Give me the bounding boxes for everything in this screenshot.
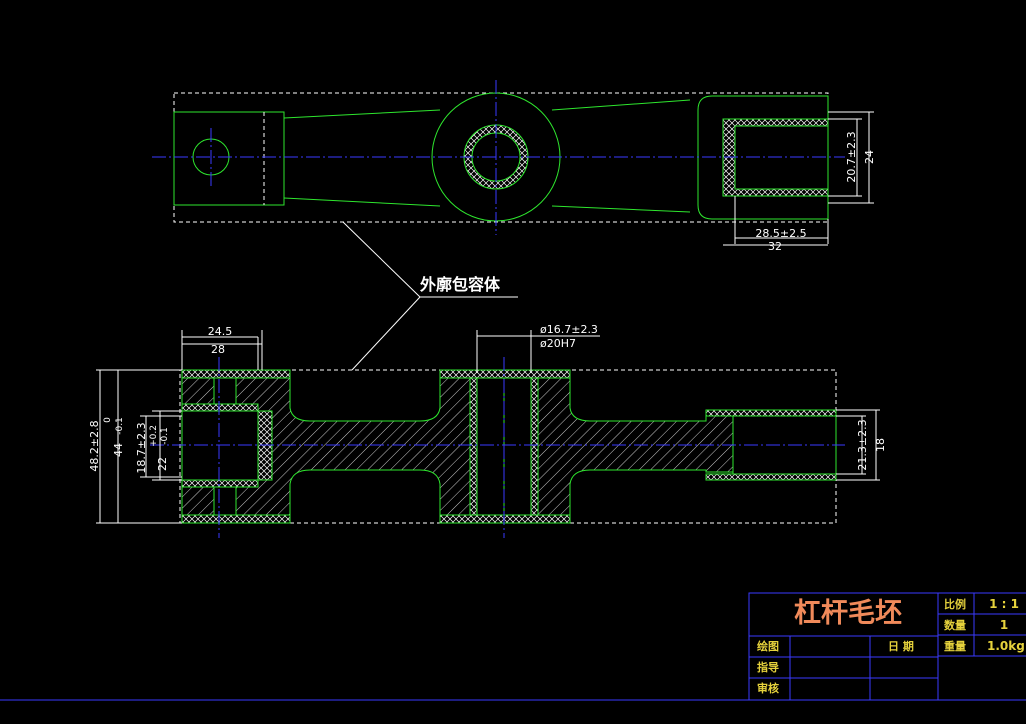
side-left-ear-top-inner-allow (181, 403, 259, 412)
side-left-hole-top (213, 377, 237, 405)
callout-label: 外廓包容体 (419, 275, 501, 294)
side-hub-top-allow (439, 369, 571, 379)
top-arm-lower (283, 197, 441, 207)
dim-left-inner-width: 24.5 (208, 325, 233, 338)
top-left-boss (173, 111, 285, 206)
dim-right-finish-height: 18 (874, 438, 887, 452)
side-right-bot-allow (705, 473, 837, 481)
title-block: 杠杆毛坯 比例 1 : 1 数量 1 重量 1.0kg 绘图 日 期 指导 审核 (748, 592, 1026, 701)
top-arm-right-upper (551, 99, 691, 111)
guide-label: 指导 (757, 660, 779, 674)
top-fork-outer (697, 95, 829, 220)
side-right-top-allow (705, 409, 837, 417)
side-body-section (181, 369, 734, 524)
quantity-label: 数量 (944, 618, 966, 632)
top-view: 20.7±2.3 24 28.5±2.5 32 (152, 80, 876, 253)
dim-total-height-finish-nominal: 44 (112, 443, 125, 457)
review-label: 审核 (757, 681, 779, 695)
dim-fork-outer-length: 32 (768, 240, 782, 253)
weight-value: 1.0kg (987, 639, 1025, 653)
dim-total-height-blank: 48.2±2.8 (88, 420, 101, 471)
dim-total-height-finish-lower: -0.1 (115, 417, 125, 435)
dim-slot-finish-upper: +0.2 (149, 425, 159, 447)
scale-label: 比例 (944, 597, 966, 611)
dim-total-height-finish-upper: 0 (103, 417, 113, 423)
title-block-title: 杠杆毛坯 (794, 598, 902, 629)
dim-fork-inner-height: 20.7±2.3 (845, 131, 858, 182)
side-left-ear-bot-inner-allow (181, 479, 259, 488)
top-arm-right-lower (551, 205, 691, 213)
weight-label: 重量 (944, 639, 966, 653)
top-arm-upper (283, 109, 441, 119)
dim-slot-finish-lower: -0.1 (160, 427, 170, 445)
dim-hole-blank-dia: ø16.7±2.3 (540, 323, 598, 336)
drawn-label: 绘图 (757, 639, 779, 653)
scale-value: 1 : 1 (989, 597, 1019, 611)
quantity-value: 1 (1000, 618, 1008, 632)
date-label: 日 期 (888, 639, 914, 653)
side-left-ear-top-allow (181, 369, 291, 379)
dim-fork-outer-height: 24 (863, 150, 876, 164)
side-left-ear-bot-allow (181, 514, 291, 524)
dim-left-outer-width: 28 (211, 343, 225, 356)
side-hub-bot-allow (439, 514, 571, 524)
dim-slot-blank: 18.7±2.3 (135, 422, 148, 473)
dim-fork-inner-length: 28.5±2.5 (755, 227, 806, 240)
dim-right-blank-height: 21.3±2.3 (856, 419, 869, 470)
dim-hole-finish-dia: ø20H7 (540, 337, 576, 350)
dim-slot-finish-nominal: 22 (156, 457, 169, 471)
callout: 外廓包容体 (342, 221, 518, 371)
side-left-hole-bot (213, 486, 237, 516)
side-view: 24.5 28 ø16.7±2.3 ø20H7 48.2±2.8 44 0 -0… (88, 323, 887, 538)
